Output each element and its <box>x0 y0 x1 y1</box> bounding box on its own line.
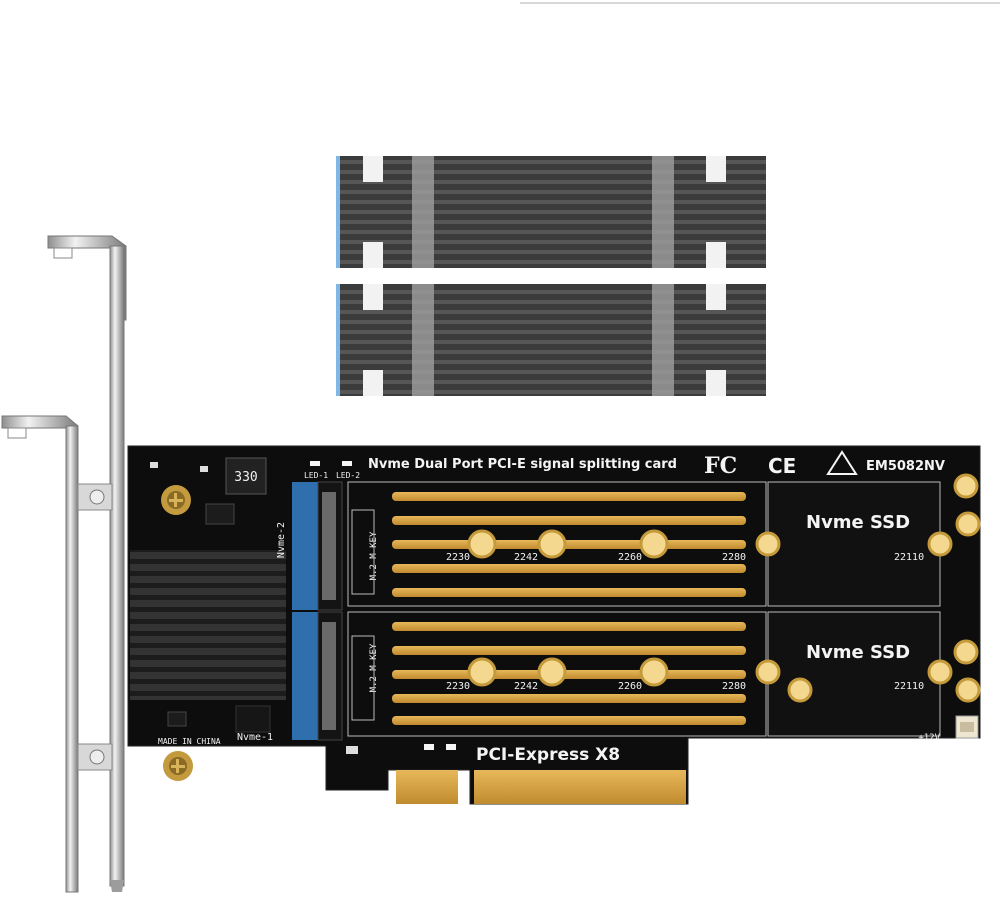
led-1-label: LED-1 <box>304 471 328 480</box>
made-in-label: MADE IN CHINA <box>158 737 221 746</box>
led-1 <box>310 461 320 466</box>
low-profile-bracket <box>1 415 113 893</box>
size-label-2280: 2280 <box>722 681 746 692</box>
smd-component <box>150 462 158 468</box>
m2-slot-bottom <box>347 611 767 737</box>
power-connector-12v <box>955 715 979 739</box>
smd-component <box>200 466 208 472</box>
inductor-label: 330 <box>234 470 257 485</box>
fcc-logo: FC <box>704 453 737 479</box>
size-label-2260: 2260 <box>618 552 642 563</box>
smd-component <box>205 503 235 525</box>
m2-socket-top <box>292 481 343 611</box>
size-label-2260: 2260 <box>618 681 642 692</box>
extension-area-bottom <box>755 611 981 737</box>
model-number: EM5082NV <box>866 459 945 474</box>
size-label-2242: 2242 <box>514 552 538 563</box>
smd-component <box>346 746 358 754</box>
pci-express-gold-fingers <box>396 770 686 804</box>
led-2-label: LED-2 <box>336 471 360 480</box>
ssd-label-bottom: Nvme SSD <box>806 642 910 663</box>
interface-label: PCI-Express X8 <box>476 745 620 765</box>
inductor: 330 <box>225 457 267 495</box>
heatsink-bottom <box>336 284 766 396</box>
size-label-22110: 22110 <box>894 552 924 563</box>
m2-socket-bottom <box>292 611 343 741</box>
status-led <box>446 744 456 750</box>
smd-component <box>167 711 187 727</box>
heatsink-top <box>336 156 766 268</box>
port-label-nvme-2: Nvme-2 <box>276 522 287 558</box>
size-label-2280: 2280 <box>722 552 746 563</box>
top-edge-line <box>520 2 1000 4</box>
ssd-label-top: Nvme SSD <box>806 512 910 533</box>
full-height-bracket <box>47 235 127 892</box>
mounting-screw-bottom <box>163 751 193 781</box>
size-label-2230: 2230 <box>446 552 470 563</box>
esd-warning-icon <box>826 450 858 475</box>
size-label-2242: 2242 <box>514 681 538 692</box>
card-title: Nvme Dual Port PCI-E signal splitting ca… <box>368 457 677 472</box>
power-label: +12V <box>918 733 940 743</box>
smd-component <box>235 705 271 733</box>
port-label-nvme-1: Nvme-1 <box>237 732 273 743</box>
extension-area-top <box>755 473 981 607</box>
led-2 <box>342 461 352 466</box>
size-label-2230: 2230 <box>446 681 470 692</box>
mounting-screw-top <box>161 485 191 515</box>
status-led <box>424 744 434 750</box>
ce-logo: CE <box>768 454 796 478</box>
size-label-22110: 22110 <box>894 681 924 692</box>
controller-heatsink <box>130 550 286 700</box>
